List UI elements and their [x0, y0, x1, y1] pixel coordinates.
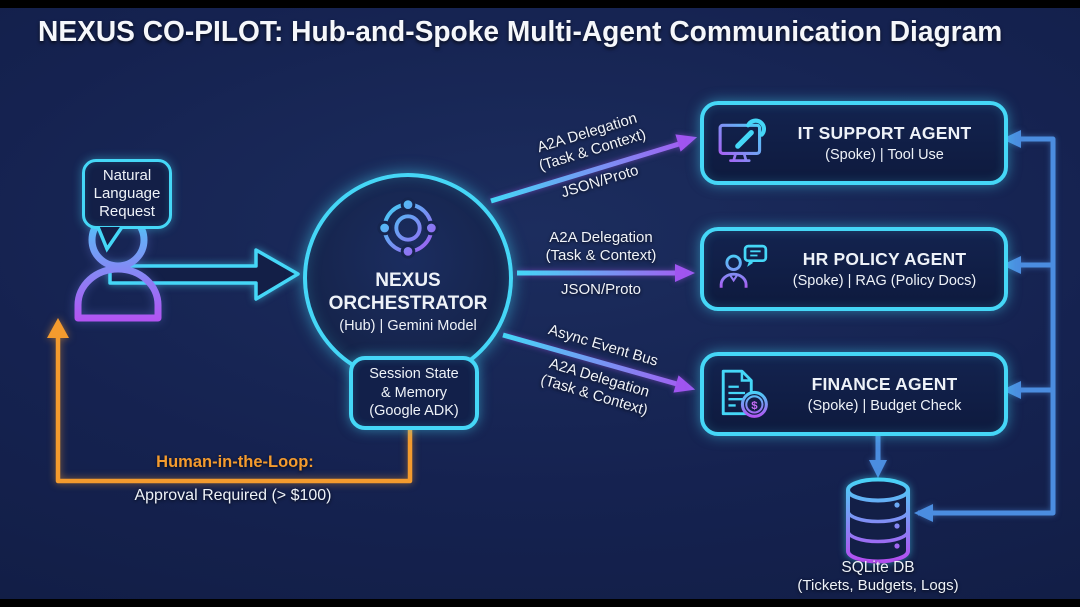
- hub-title-line1: NEXUS: [375, 270, 441, 291]
- agent-name-it-support: IT SUPPORT AGENT: [797, 123, 972, 143]
- hub-node: NEXUS ORCHESTRATOR (Hub) | Gemini Model: [303, 173, 513, 383]
- session-line1: Session State: [369, 365, 459, 382]
- top-letterbox-bar: [0, 0, 1080, 8]
- edge-label-hr-delegation: A2A Delegation (Task & Context): [521, 229, 681, 266]
- agent-box-hr-policy: HR POLICY AGENT (Spoke) | RAG (Policy Do…: [700, 227, 1008, 311]
- database-subtitle: (Tickets, Budgets, Logs): [797, 577, 959, 594]
- user-to-hub-arrow: [108, 248, 300, 301]
- agent-box-finance: $ FINANCE AGENT (Spoke) | Budget Check: [700, 352, 1008, 436]
- response-bus-line: [914, 130, 1056, 522]
- agent-subtitle-it-support: (Spoke) | Tool Use: [825, 147, 944, 163]
- hr-person-chat-icon: [717, 244, 775, 294]
- agent-name-hr-policy: HR POLICY AGENT: [802, 249, 967, 269]
- database-name: SQLite DB: [841, 559, 915, 576]
- database-cylinder-icon: [846, 477, 910, 564]
- agent-name-finance: FINANCE AGENT: [811, 374, 958, 394]
- agent-subtitle-finance: (Spoke) | Budget Check: [807, 398, 962, 414]
- orchestrator-orbit-icon: [377, 197, 439, 259]
- invoice-dollar-icon: $: [717, 368, 775, 420]
- hub-to-finance-arrow: [502, 332, 696, 393]
- hitl-detail: Approval Required (> $100): [134, 487, 332, 504]
- edge-hr-line2: (Task & Context): [545, 247, 657, 265]
- edge-hr-line1: A2A Delegation: [549, 229, 653, 246]
- hitl-label: Human-in-the-Loop:: [156, 453, 314, 471]
- hitl-loop-line: [47, 318, 413, 484]
- edge-label-hr-protocol: JSON/Proto: [560, 281, 642, 298]
- hub-to-hr-arrow: [517, 264, 695, 282]
- session-line3: (Google ADK): [369, 403, 459, 420]
- hub-title: NEXUS ORCHESTRATOR: [329, 269, 488, 315]
- dollar-glyph: $: [751, 400, 758, 412]
- session-line2: & Memory: [380, 384, 448, 401]
- agent-box-it-support: IT SUPPORT AGENT (Spoke) | Tool Use: [700, 101, 1008, 185]
- speech-bubble-tail: [96, 226, 124, 253]
- hub-subtitle: (Hub) | Gemini Model: [339, 318, 477, 335]
- monitor-wrench-icon: [717, 118, 775, 168]
- hub-title-line2: ORCHESTRATOR: [328, 293, 488, 315]
- hub-to-it-arrow: [490, 134, 698, 204]
- page-title: NEXUS CO-PILOT: Hub-and-Spoke Multi-Agen…: [38, 16, 1003, 48]
- session-state-box: Session State & Memory (Google ADK): [349, 356, 479, 430]
- speech-bubble: Natural Language Request: [82, 159, 172, 229]
- agent-subtitle-hr-policy: (Spoke) | RAG (Policy Docs): [792, 273, 977, 289]
- speech-bubble-text: Natural Language Request: [93, 166, 161, 221]
- bottom-letterbox-bar: [0, 599, 1080, 607]
